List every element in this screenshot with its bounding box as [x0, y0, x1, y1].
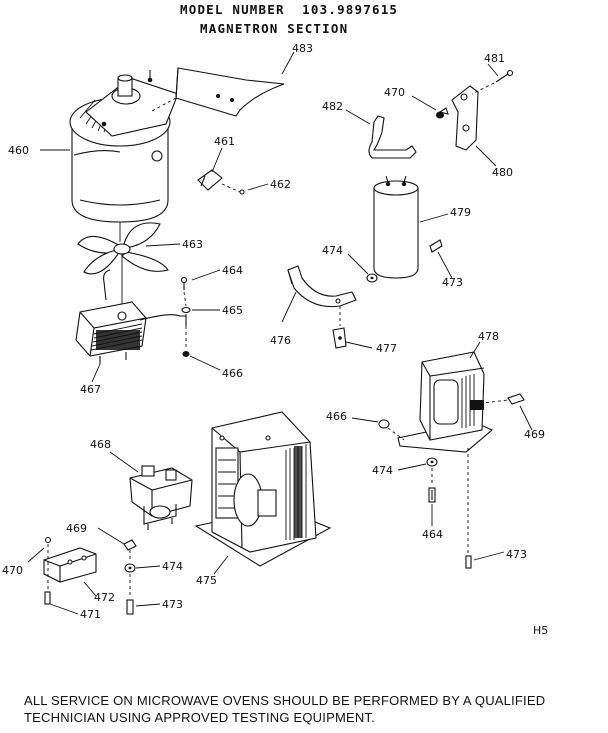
callout-461: 461	[214, 135, 235, 148]
callout-472: 472	[94, 591, 115, 604]
capacitor-strap-part	[287, 265, 357, 349]
callout-480: 480	[492, 166, 513, 179]
callout-460: 460	[8, 144, 29, 157]
callout-labels: 460 483 461 462 463 464 465 466 467 468 …	[2, 42, 545, 621]
model-number: 103.9897615	[302, 2, 399, 17]
service-notice: ALL SERVICE ON MICROWAVE OVENS SHOULD BE…	[24, 692, 604, 726]
callout-473-cap: 473	[442, 276, 463, 289]
switch-bracket-part	[43, 536, 137, 615]
callout-466-xfmr: 466	[326, 410, 347, 423]
bracket-part	[368, 115, 417, 159]
fan-motor-part	[75, 269, 187, 364]
magnetron-part	[69, 70, 179, 242]
callout-481: 481	[484, 52, 505, 65]
callout-473-xfmr: 473	[506, 548, 527, 561]
callout-464: 464	[222, 264, 243, 277]
fan-hardware	[180, 276, 191, 357]
callout-469-xfmr: 469	[524, 428, 545, 441]
transformer-hardware	[378, 419, 472, 569]
callout-471: 471	[80, 608, 101, 621]
hv-transformer-part	[194, 411, 332, 567]
capacitor-hardware	[366, 239, 443, 283]
callout-475: 475	[196, 574, 217, 587]
notice-line-1: ALL SERVICE ON MICROWAVE OVENS SHOULD BE…	[24, 693, 546, 708]
model-header: MODEL NUMBER 103.9897615	[180, 2, 398, 17]
callout-464-xfmr: 464	[422, 528, 443, 541]
interlock-switch-part	[129, 465, 193, 530]
callout-470: 470	[2, 564, 23, 577]
filament-transformer-part	[397, 351, 525, 453]
callout-477: 477	[376, 342, 397, 355]
callout-482: 482	[322, 100, 343, 113]
leader-lines	[27, 51, 533, 615]
notice-line-2: TECHNICIAN USING APPROVED TESTING EQUIPM…	[24, 710, 375, 725]
callout-465: 465	[222, 304, 243, 317]
callout-470-bracket: 470	[384, 86, 405, 99]
cover-plate-part	[149, 67, 285, 117]
callout-463: 463	[182, 238, 203, 251]
thermal-cutout-part	[197, 169, 245, 195]
callout-468: 468	[90, 438, 111, 451]
mount-bracket-part	[436, 69, 514, 151]
callout-474-xfmr: 474	[372, 464, 393, 477]
callout-466: 466	[222, 367, 243, 380]
callout-469: 469	[66, 522, 87, 535]
callout-462: 462	[270, 178, 291, 191]
callout-474: 474	[162, 560, 183, 573]
callout-467: 467	[80, 383, 101, 396]
callout-476: 476	[270, 334, 291, 347]
callout-478: 478	[478, 330, 499, 343]
callout-473: 473	[162, 598, 183, 611]
callout-474-cap: 474	[322, 244, 343, 257]
fan-blade-part	[77, 222, 169, 310]
page-code: H5	[533, 624, 549, 637]
capacitor-part	[373, 175, 419, 279]
model-label: MODEL NUMBER	[180, 2, 285, 17]
callout-479: 479	[450, 206, 471, 219]
section-title: MAGNETRON SECTION	[200, 21, 349, 36]
callout-483: 483	[292, 42, 313, 55]
